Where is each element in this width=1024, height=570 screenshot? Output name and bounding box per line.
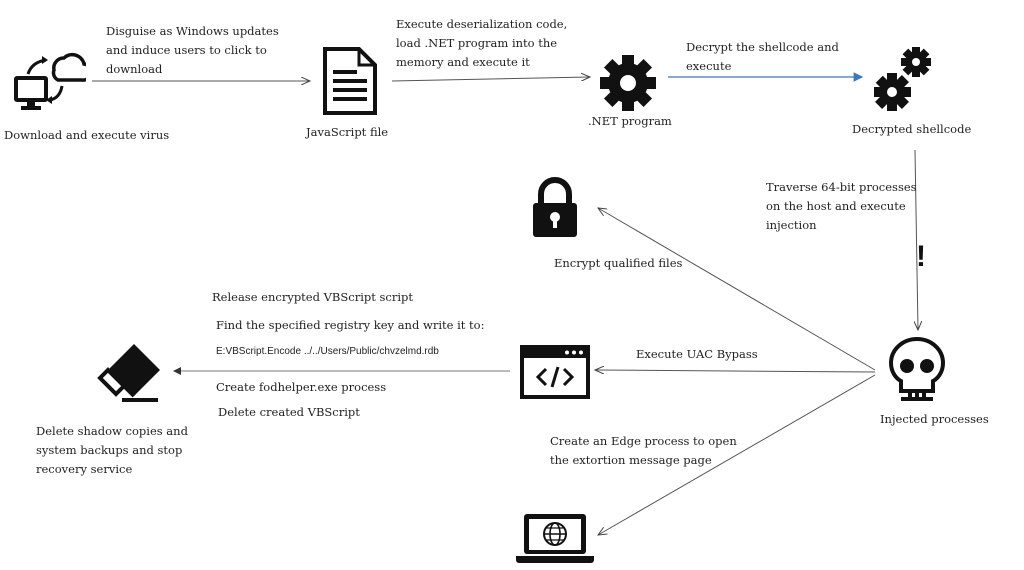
node-delete-line1: Delete shadow copies and bbox=[36, 424, 188, 438]
laptop-globe-icon bbox=[514, 512, 596, 570]
skull-icon bbox=[887, 336, 947, 406]
eraser-icon bbox=[94, 340, 164, 410]
edge-deserialize-line3: memory and execute it bbox=[396, 55, 530, 69]
edge-deserialize-line2: load .NET program into the bbox=[396, 36, 558, 50]
document-icon bbox=[322, 46, 378, 120]
node-shellcode-label: Decrypted shellcode bbox=[852, 122, 972, 136]
vbs-find-text: Find the specified registry key and writ… bbox=[216, 318, 485, 332]
edge-deserialize-line1: Execute deserialization code, bbox=[396, 17, 568, 31]
node-injected-label: Injected processes bbox=[880, 412, 989, 426]
computer-cloud-icon bbox=[14, 44, 93, 120]
edge-edge-line2: the extortion message page bbox=[550, 453, 712, 467]
node-encrypt-label: Encrypt qualified files bbox=[554, 256, 683, 270]
edge-traverse-line3: injection bbox=[766, 218, 817, 232]
arrow-injected-to-lock bbox=[598, 208, 876, 371]
edge-decrypt-line1: Decrypt the shellcode and bbox=[686, 40, 839, 54]
node-download-label: Download and execute virus bbox=[4, 128, 170, 142]
edge-decrypt-line2: execute bbox=[686, 59, 732, 73]
node-javascript-label: JavaScript file bbox=[306, 125, 389, 139]
edge-disguise-line1: Disguise as Windows updates bbox=[106, 24, 279, 38]
gears-icon bbox=[874, 44, 934, 118]
gear-icon bbox=[598, 53, 658, 117]
edge-uac-label: Execute UAC Bypass bbox=[636, 347, 758, 361]
node-delete-line3: recovery service bbox=[36, 462, 133, 476]
arrow-js-to-dotnet bbox=[391, 77, 590, 82]
edge-disguise-line3: download bbox=[106, 62, 163, 76]
vbs-create-text: Create fodhelper.exe process bbox=[216, 380, 387, 394]
vbs-path-text: E:VBScript.Encode ../../Users/Public/chv… bbox=[216, 346, 439, 357]
edge-traverse-line1: Traverse 64-bit processes bbox=[766, 180, 917, 194]
node-delete-line2: system backups and stop bbox=[36, 443, 183, 457]
edge-disguise-line2: and induce users to click to bbox=[106, 43, 267, 57]
code-window-icon bbox=[520, 345, 590, 403]
edge-edge-line1: Create an Edge process to open bbox=[550, 434, 737, 448]
arrow-shellcode-to-injected bbox=[915, 149, 918, 330]
node-dotnet-label: .NET program bbox=[588, 114, 672, 128]
vbs-delete-text: Delete created VBScript bbox=[218, 405, 360, 419]
arrow-injected-to-uac bbox=[595, 370, 876, 372]
vbs-release-text: Release encrypted VBScript script bbox=[212, 290, 414, 304]
edge-traverse-line2: on the host and execute bbox=[766, 199, 906, 213]
arrow-injected-to-laptop bbox=[598, 374, 876, 535]
lock-icon bbox=[530, 175, 580, 243]
exclamation-marker: ! bbox=[916, 240, 926, 273]
